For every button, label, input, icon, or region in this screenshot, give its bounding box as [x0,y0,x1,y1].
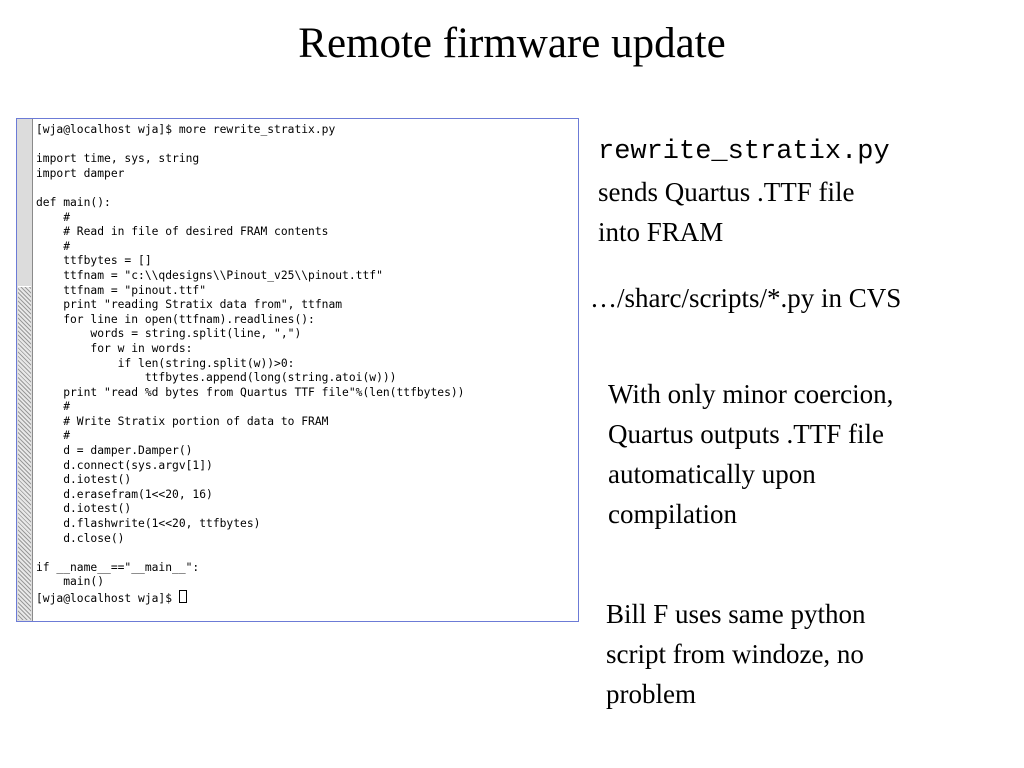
terminal-line: if __name__=="__main__": [36,560,200,574]
terminal-line: d.iotest() [36,473,132,487]
quartus-note-line: compilation [608,499,737,529]
terminal-output: [wja@localhost wja]$ more rewrite_strati… [36,123,576,607]
terminal-line: if len(string.split(w))>0: [36,356,295,370]
terminal-line: # [36,400,71,414]
terminal-line: words = string.split(line, ",") [36,327,302,341]
terminal-line: for line in open(ttfnam).readlines(): [36,312,315,326]
terminal-line: import damper [36,166,125,180]
terminal-line: # [36,429,71,443]
quartus-note-line: automatically upon [608,459,816,489]
quartus-note: With only minor coercion, Quartus output… [608,374,1008,534]
terminal-line: d = damper.Damper() [36,444,193,458]
terminal-scrollbar[interactable] [17,119,33,621]
terminal-line: ttfbytes.append(long(string.atoi(w))) [36,371,397,385]
scrollbar-thumb[interactable] [18,286,31,620]
bill-note-line: script from windoze, no [606,639,864,669]
terminal-line: d.erasefram(1<<20, 16) [36,487,213,501]
quartus-note-line: Quartus outputs .TTF file [608,419,884,449]
terminal-line: main() [36,575,105,589]
slide-title: Remote firmware update [298,20,726,67]
terminal-line: # [36,239,71,253]
cursor-block-icon [178,590,187,603]
quartus-note-line: With only minor coercion, [608,379,894,409]
terminal-line: # [36,210,71,224]
terminal-line: # Write Stratix portion of data to FRAM [36,414,329,428]
file-note-line: into FRAM [598,217,724,247]
terminal-window[interactable]: [wja@localhost wja]$ more rewrite_strati… [16,118,579,622]
terminal-line: d.connect(sys.argv[1]) [36,458,213,472]
terminal-line: d.iotest() [36,502,132,516]
bill-note-line: Bill F uses same python [606,599,866,629]
terminal-line: print "read %d bytes from Quartus TTF fi… [36,385,465,399]
cvs-path-note: …/sharc/scripts/*.py in CVS [590,283,902,313]
terminal-line: ttfbytes = [] [36,254,152,268]
terminal-line: def main(): [36,195,111,209]
script-filename: rewrite_stratix.py [598,137,890,167]
terminal-line: import time, sys, string [36,152,200,166]
bill-note-line: problem [606,679,696,709]
terminal-line: ttfnam = "c:\\qdesigns\\Pinout_v25\\pino… [36,268,383,282]
terminal-line: for w in words: [36,341,193,355]
file-note: rewrite_stratix.py sends Quartus .TTF fi… [598,132,1008,252]
terminal-line: d.close() [36,531,125,545]
terminal-prompt: [wja@localhost wja]$ [36,592,179,605]
terminal-line: [wja@localhost wja]$ more rewrite_strati… [36,123,336,136]
terminal-line: ttfnam = "pinout.ttf" [36,283,207,297]
terminal-line: d.flashwrite(1<<20, ttfbytes) [36,517,261,531]
terminal-line: # Read in file of desired FRAM contents [36,225,329,239]
file-note-line: sends Quartus .TTF file [598,177,855,207]
bill-note: Bill F uses same python script from wind… [606,594,1006,714]
terminal-line: print "reading Stratix data from", ttfna… [36,298,343,312]
